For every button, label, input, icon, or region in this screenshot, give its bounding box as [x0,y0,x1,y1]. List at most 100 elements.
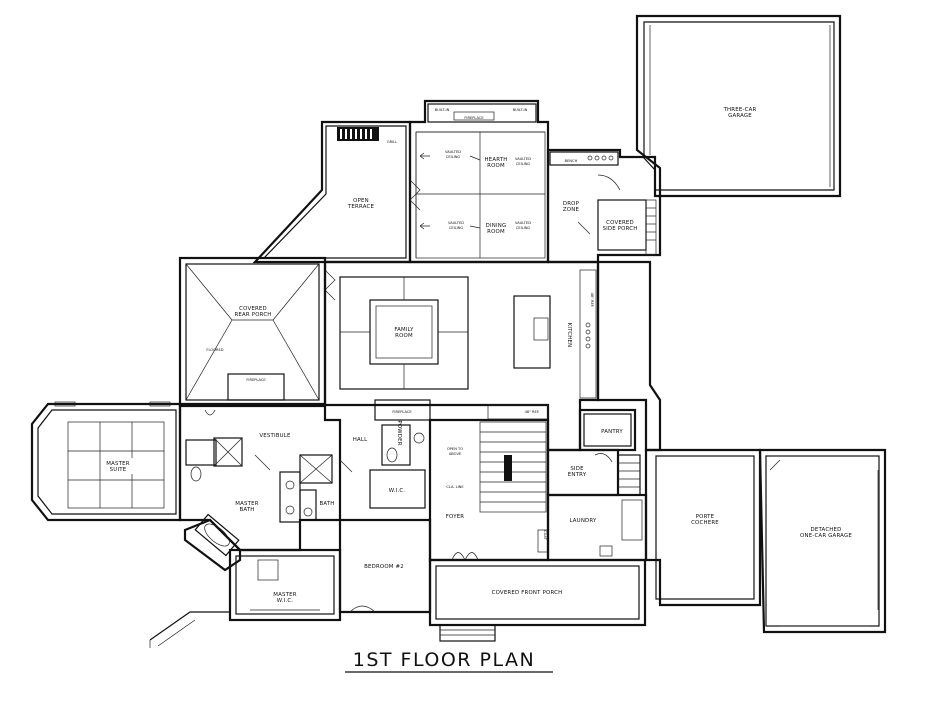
family-room-label-1: FAMILY [394,327,414,333]
vaulted-note-2b: CEILING [516,162,531,166]
svg-text:CEILING: CEILING [449,226,464,230]
porte-cochere-label-1: PORTE [696,514,715,520]
pantry-label: PANTRY [601,429,623,435]
hall-bedroom-block: FIREPLACE HALL POWDER W.I.C. BEDROOM #2 [338,399,432,614]
detached-garage: DETACHED ONE-CAR GARAGE [758,448,887,634]
svg-text:THREE-CAR: THREE-CAR [723,107,757,113]
svg-text:SUITE: SUITE [110,467,127,473]
open-terrace-label-2: TERRACE [347,204,375,210]
svg-text:TERRACE: TERRACE [347,204,375,210]
site-edge [149,611,230,648]
master-bath-label-1: MASTER [235,501,258,507]
svg-text:W.I.C.: W.I.C. [277,598,293,604]
svg-text:OPEN: OPEN [353,198,369,204]
dining-room-label-1: DINING [486,223,507,229]
coat-note: COAT [543,530,547,540]
porte-cochere-label-2: COCHERE [691,520,719,526]
svg-text:SIDE: SIDE [570,466,584,472]
covered-front-porch: COVERED FRONT PORCH [428,558,647,642]
detached-garage-label-1: DETACHED [811,527,842,533]
rear-porch-label-1: COVERED [239,306,267,312]
svg-text:ROOM: ROOM [487,163,505,169]
foyer-label: FOYER [446,514,465,520]
vaulted-note-1b: CEILING [446,155,461,159]
family-kitchen-block: FAMILY ROOM KITCHEN 48" REF. [323,260,600,452]
powder-label: POWDER [396,420,402,445]
svg-text:COVERED: COVERED [239,306,267,312]
dining-room-label-2: ROOM [487,229,505,235]
master-bath-label-2: BATH [239,507,254,513]
svg-text:HEARTH: HEARTH [484,157,507,163]
drop-zone-block: BENCH DROP ZONE COVERED SIDE PORCH [546,148,662,264]
svg-text:MASTER: MASTER [235,501,258,507]
svg-text:DROP: DROP [563,201,580,207]
svg-text:PORTE: PORTE [696,514,715,520]
master-suite: MASTER SUITE [30,401,182,522]
built-in-right-note: BUILT-IN [513,108,528,112]
vestibule-label: VESTIBULE [259,433,291,439]
side-entry-label-2: ENTRY [568,472,587,478]
built-in-left-note: BUILT-IN [435,108,450,112]
svg-text:CEILING: CEILING [516,226,531,230]
master-wic-block: MASTER W.I.C. [183,513,342,622]
hall-fireplace-note: FIREPLACE [392,410,412,414]
svg-text:ROOM: ROOM [487,229,505,235]
svg-text:VAULTED: VAULTED [445,150,461,154]
svg-text:ONE-CAR GARAGE: ONE-CAR GARAGE [800,533,852,539]
master-wic-label-1: MASTER [273,592,296,598]
front-porch-label: COVERED FRONT PORCH [492,590,563,596]
svg-text:CEILING: CEILING [446,155,461,159]
drop-zone-label-1: DROP [563,201,580,207]
svg-text:COCHERE: COCHERE [691,520,719,526]
open-above-2: ABOVE [449,452,462,456]
svg-text:ABOVE: ABOVE [449,452,462,456]
master-wic-label-2: W.I.C. [277,598,293,604]
svg-text:COVERED: COVERED [606,220,634,226]
ref-note-vertical: 48" REF. [590,293,594,308]
kitchen-label: KITCHEN [566,323,572,348]
master-suite-label-2: SUITE [110,467,127,473]
rear-porch-fireplace-note: FIREPLACE [246,378,266,382]
svg-text:ENTRY: ENTRY [568,472,587,478]
bench-note: BENCH [565,159,578,163]
svg-text:SIDE PORCH: SIDE PORCH [602,226,637,232]
fireplace-note: FIREPLACE [464,116,484,120]
master-suite-label-1: MASTER [106,461,129,467]
svg-text:REAR PORCH: REAR PORCH [234,312,271,318]
vaulted-note-3b: CEILING [449,226,464,230]
svg-text:VAULTED: VAULTED [448,221,464,225]
hearth-dining-block: BUILT-IN FIREPLACE BUILT-IN VAULTED CEIL… [408,99,550,264]
floored-note: FLOORED [206,348,223,352]
vaulted-note-3a: VAULTED [448,221,464,225]
covered-rear-porch: COVERED REAR PORCH FLOORED FIREPLACE [178,256,336,408]
svg-text:DINING: DINING [486,223,507,229]
hearth-room-label-1: HEARTH [484,157,507,163]
svg-text:CEILING: CEILING [516,162,531,166]
garage-label-1: THREE-CAR [723,107,757,113]
svg-text:ROOM: ROOM [395,333,413,339]
vaulted-note-4b: CEILING [516,226,531,230]
detached-garage-label-2: ONE-CAR GARAGE [800,533,852,539]
wic-label: W.I.C. [389,488,405,494]
side-porch-label-1: COVERED [606,220,634,226]
side-porch-label-2: SIDE PORCH [602,226,637,232]
open-terrace-label-1: OPEN [353,198,369,204]
open-above-1: OPEN TO [447,447,463,451]
vaulted-note-4a: VAULTED [515,221,531,225]
svg-text:MASTER: MASTER [106,461,129,467]
vaulted-note-2a: VAULTED [515,157,531,161]
foyer-ref-note: 48" REF. [525,410,540,414]
foyer-block: 48" REF. OPEN TO ABOVE CLA. LINE FOYER C… [428,404,550,562]
svg-text:VAULTED: VAULTED [515,221,531,225]
pantry-laundry-block: PANTRY SIDE ENTRY LAUNDRY [546,408,648,562]
svg-text:OPEN TO: OPEN TO [447,447,463,451]
hall-label: HALL [353,437,368,443]
svg-text:FAMILY: FAMILY [394,327,414,333]
svg-text:MASTER: MASTER [273,592,296,598]
svg-text:ZONE: ZONE [563,207,580,213]
garage-label-2: GARAGE [728,113,752,119]
cla-note: CLA. LINE [446,485,464,489]
open-terrace: GRILL OPEN TERRACE [252,120,421,264]
svg-text:DETACHED: DETACHED [811,527,842,533]
